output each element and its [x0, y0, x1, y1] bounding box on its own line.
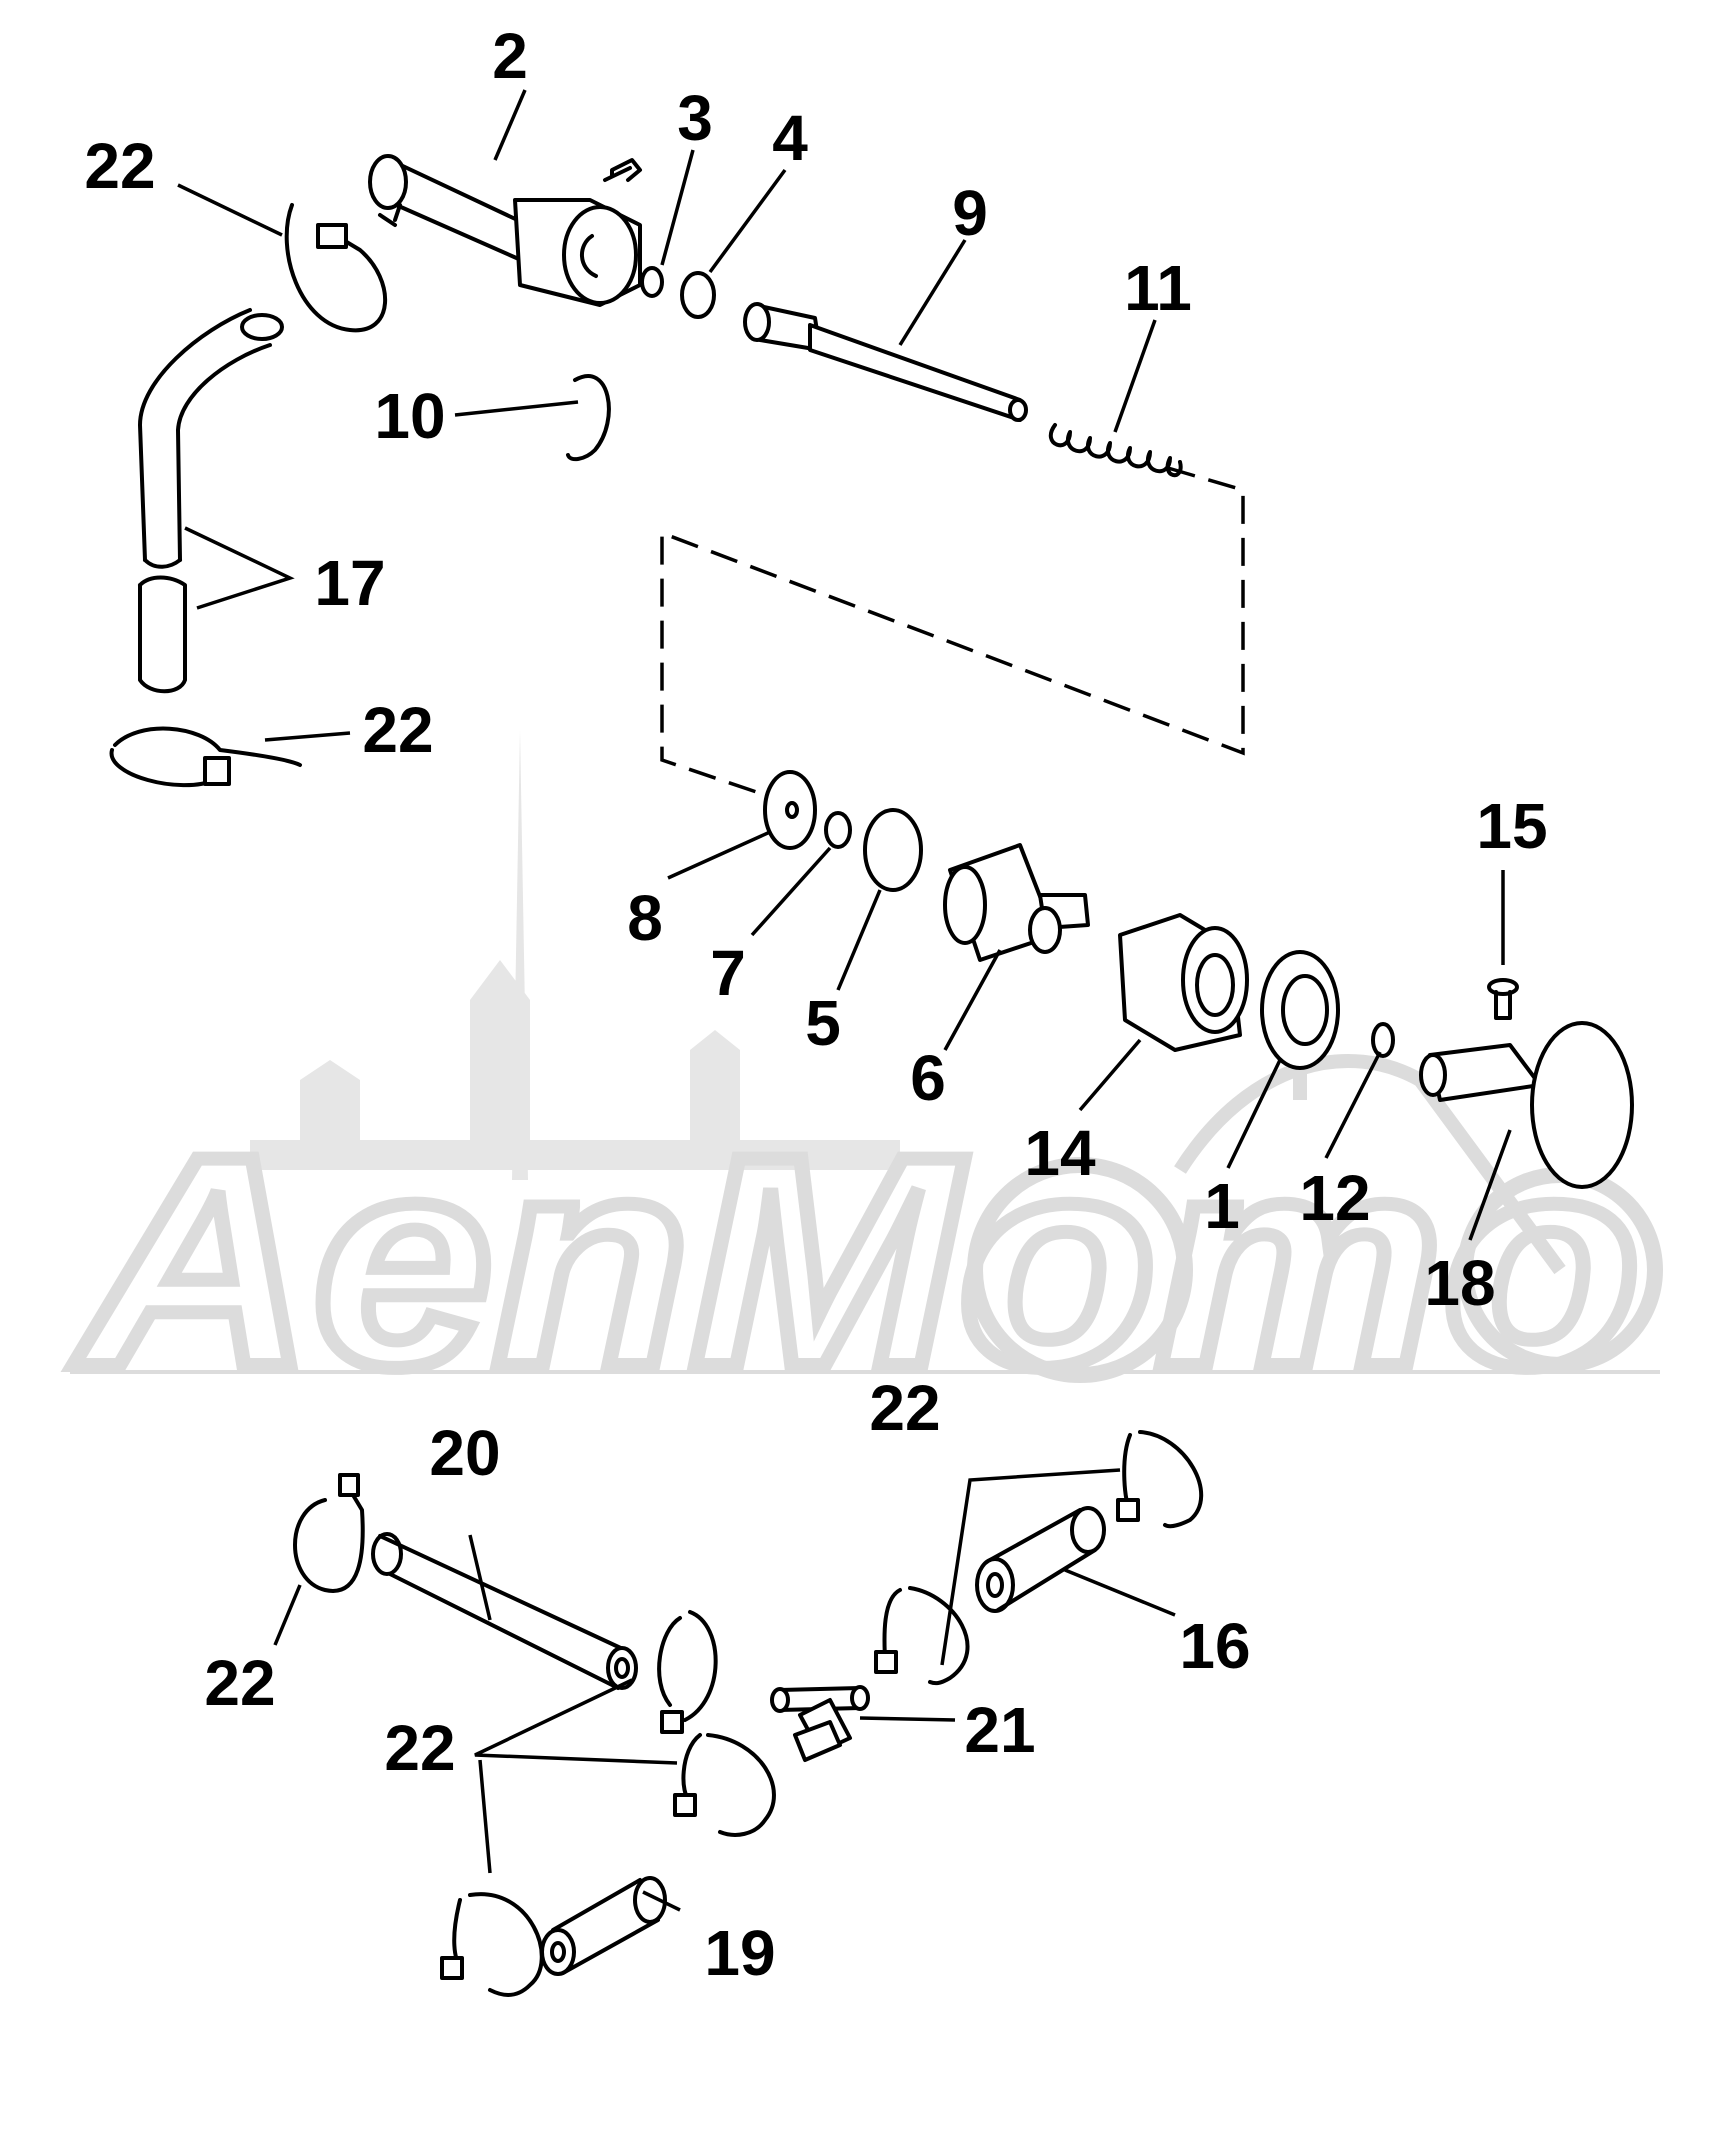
part-11-spring [1048, 423, 1183, 478]
callout-16: 16 [1179, 1610, 1250, 1682]
part-1-retainer [1260, 950, 1340, 1070]
part-22-clamp-c [293, 1473, 365, 1593]
part-4-o-ring [680, 271, 716, 319]
part-22-clamp-f [440, 1892, 544, 1997]
part-22-clamp-b [109, 726, 302, 788]
callout-6: 6 [910, 1042, 946, 1114]
assembly-dashed-guide [660, 466, 1245, 802]
callout-5: 5 [805, 987, 841, 1059]
callout-14: 14 [1024, 1117, 1096, 1189]
callout-11: 11 [1124, 252, 1192, 324]
callout-labels: 2 3 4 9 11 10 22 17 22 15 8 7 5 6 14 1 1… [84, 20, 1547, 1989]
part-22-clamp-e [673, 1733, 776, 1837]
callout-1: 1 [1204, 1170, 1240, 1242]
callout-20: 20 [429, 1417, 500, 1489]
callout-2: 2 [492, 20, 528, 92]
watermark-wheel [967, 1157, 1193, 1383]
callout-4: 4 [772, 102, 808, 174]
callout-12: 12 [1299, 1162, 1370, 1234]
callout-7: 7 [710, 937, 746, 1009]
part-15-screw [1487, 978, 1519, 1020]
callout-22-bottom-left: 22 [204, 1647, 275, 1719]
part-21-tee [770, 1685, 870, 1762]
callout-17: 17 [314, 547, 385, 619]
part-6-fitting [943, 843, 1090, 962]
callout-18: 18 [1424, 1247, 1495, 1319]
callout-10: 10 [374, 380, 445, 452]
part-17-hose [138, 308, 284, 694]
callout-22-left: 22 [362, 694, 433, 766]
part-12-o-ring [1371, 1022, 1395, 1058]
callout-19: 19 [704, 1917, 775, 1989]
callout-22-upper-right: 22 [869, 1372, 940, 1444]
part-20-hose [371, 1532, 638, 1690]
watermark-text: AenMomo [70, 1093, 1640, 1429]
part-3-o-ring [640, 266, 664, 298]
part-14-nut [1118, 913, 1249, 1052]
part-2-housing [368, 154, 642, 307]
callout-21: 21 [964, 1694, 1035, 1766]
part-7-o-ring [824, 811, 852, 849]
part-22-clamp-a [284, 203, 388, 333]
part-16-hose [975, 1506, 1106, 1613]
part-22-clamp-h [1116, 1430, 1204, 1529]
watermark: AenMomo [63, 730, 1663, 1436]
callout-22-bottom-center: 22 [384, 1712, 455, 1784]
callout-15: 15 [1476, 790, 1547, 862]
part-18-knob [1419, 1021, 1634, 1189]
part-8-washer [763, 770, 817, 850]
part-5-o-ring [863, 808, 923, 892]
callout-22-top: 22 [84, 130, 155, 202]
part-22-clamp-g [874, 1586, 970, 1686]
part-10-clip [566, 374, 611, 462]
callout-9: 9 [952, 177, 988, 249]
callout-8: 8 [627, 882, 663, 954]
leader-lines [177, 89, 1512, 1912]
callout-3: 3 [677, 82, 713, 154]
part-22-clamp-d [657, 1610, 718, 1734]
watermark-cathedral-silhouette [250, 730, 900, 1180]
part-9-shaft [743, 302, 1028, 422]
